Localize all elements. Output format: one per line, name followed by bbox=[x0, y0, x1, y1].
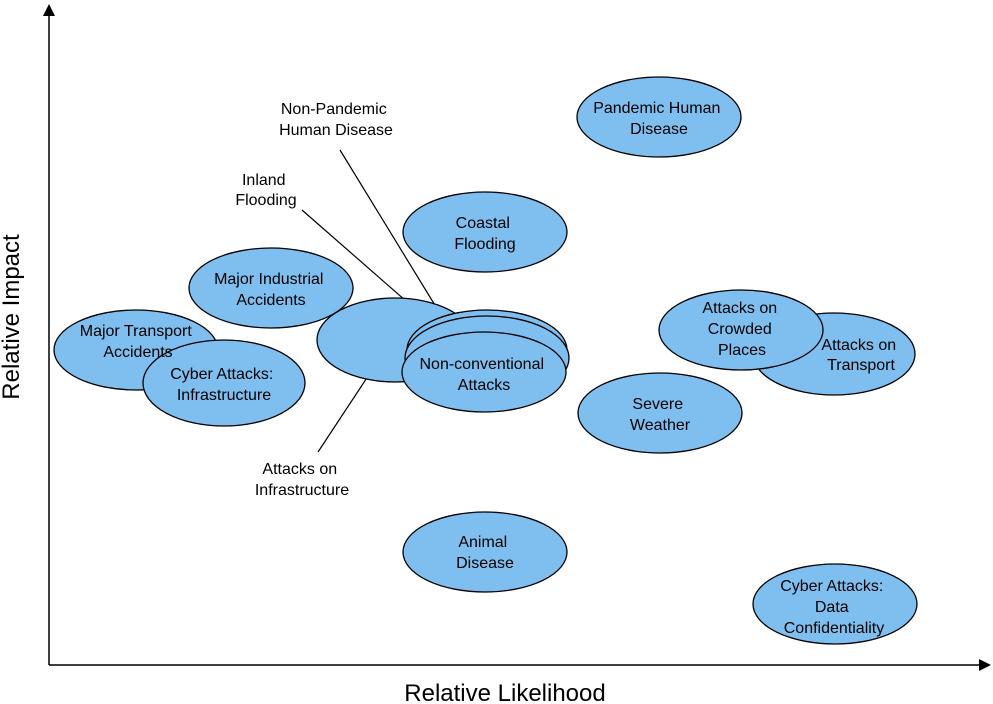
ellipse-animal-disease bbox=[402, 511, 568, 593]
ellipse-pandemic-human-disease bbox=[576, 76, 742, 158]
ellipse-attacks-on-crowded-places bbox=[658, 289, 824, 371]
label-cyber-attacks-infrastructure: Cyber Attacks: Infrastructure bbox=[170, 366, 278, 404]
label-major-industrial-accidents: Major Industrial Accidents bbox=[214, 271, 328, 309]
label-cyber-attacks-data-confidentiality: Cyber Attacks: Data Confidentiality bbox=[780, 578, 888, 637]
label-pandemic-human-disease: Pandemic Human Disease bbox=[593, 100, 725, 138]
label-animal-disease: Animal Disease bbox=[456, 534, 514, 572]
ellipse-major-industrial-accidents bbox=[188, 247, 354, 329]
label-severe-weather: Severe Weather bbox=[630, 396, 691, 434]
label-coastal-flooding: Coastal Flooding bbox=[454, 215, 515, 253]
label-major-transport-accidents: Major Transport Accidents bbox=[80, 323, 197, 361]
label-attacks-on-transport: Attacks on Transport bbox=[821, 337, 900, 374]
callout-non-pandemic-human-disease: Non-Pandemic Human Disease bbox=[279, 101, 393, 139]
ellipse-cyber-attacks-data-confidentiality bbox=[752, 563, 918, 645]
callout-inland-flooding: Inland Flooding bbox=[235, 172, 296, 209]
y-axis-title: Relative Impact bbox=[0, 234, 25, 400]
leader-non-pandemic-human-disease bbox=[339, 149, 445, 321]
label-non-conventional-attacks: Non-conventional Attacks bbox=[420, 356, 549, 394]
ellipse-severe-weather bbox=[577, 372, 743, 454]
ellipse-cyber-attacks-infrastructure bbox=[142, 339, 306, 427]
ellipse-coastal-flooding bbox=[402, 191, 568, 273]
label-attacks-on-crowded-places: Attacks on Crowded Places bbox=[702, 300, 781, 359]
x-axis-title: Relative Likelihood bbox=[404, 680, 605, 704]
ellipse-non-conventional-attacks bbox=[401, 331, 567, 413]
callout-attacks-on-infrastructure: Attacks on Infrastructure bbox=[255, 461, 349, 499]
